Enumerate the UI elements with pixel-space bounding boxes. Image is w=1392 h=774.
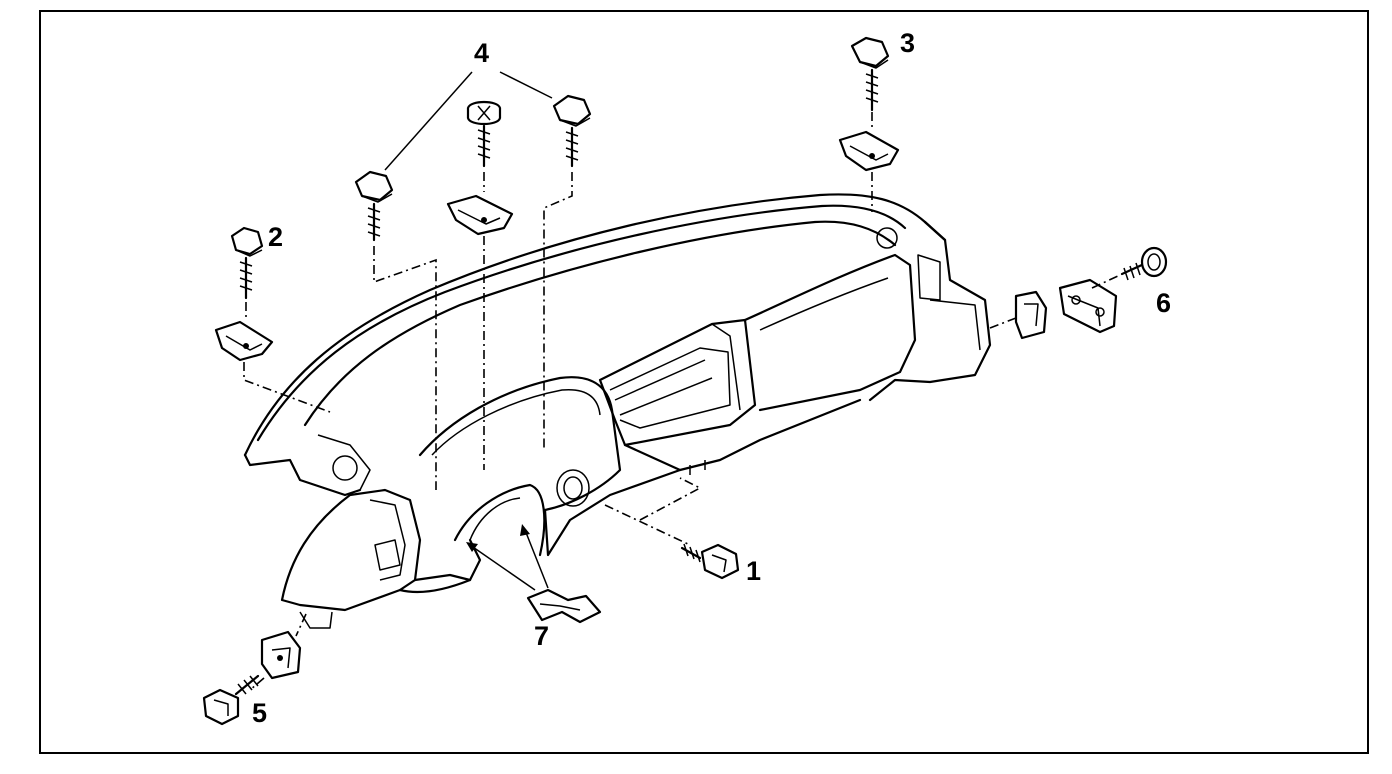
callout-5: 5 xyxy=(252,698,267,728)
part-3-screw-clip: 3 xyxy=(838,28,915,212)
clip-icon xyxy=(526,588,602,624)
part-4-screws: 4 xyxy=(354,38,592,490)
callout-6: 6 xyxy=(1156,288,1171,318)
screw-icon xyxy=(552,94,592,168)
screw-icon xyxy=(466,100,502,168)
screw-icon xyxy=(1120,246,1168,281)
clip-icon xyxy=(446,194,514,236)
clip-icon xyxy=(838,130,900,172)
clip-icon xyxy=(1014,290,1048,340)
callout-1: 1 xyxy=(746,556,761,586)
bolt-icon xyxy=(680,543,740,580)
bracket-icon xyxy=(1058,278,1118,334)
diagram-frame xyxy=(39,10,1369,754)
callout-4: 4 xyxy=(474,38,489,68)
screw-icon xyxy=(850,36,890,112)
dashboard-panel xyxy=(243,193,992,629)
callout-7: 7 xyxy=(534,621,549,651)
callout-2: 2 xyxy=(268,222,283,252)
part-5-bolt-clip: 5 xyxy=(202,613,307,728)
part-1-bolt: 1 xyxy=(604,477,761,586)
bolt-icon xyxy=(202,674,260,726)
screw-icon xyxy=(354,170,394,242)
clip-icon xyxy=(214,320,274,362)
clip-icon xyxy=(260,630,302,680)
part-7-clip: 7 xyxy=(466,524,602,651)
part-6-screw-bracket: 6 xyxy=(989,246,1171,340)
part-2-screw-clip: 2 xyxy=(214,222,331,413)
callout-3: 3 xyxy=(900,28,915,58)
screw-icon xyxy=(230,226,264,300)
